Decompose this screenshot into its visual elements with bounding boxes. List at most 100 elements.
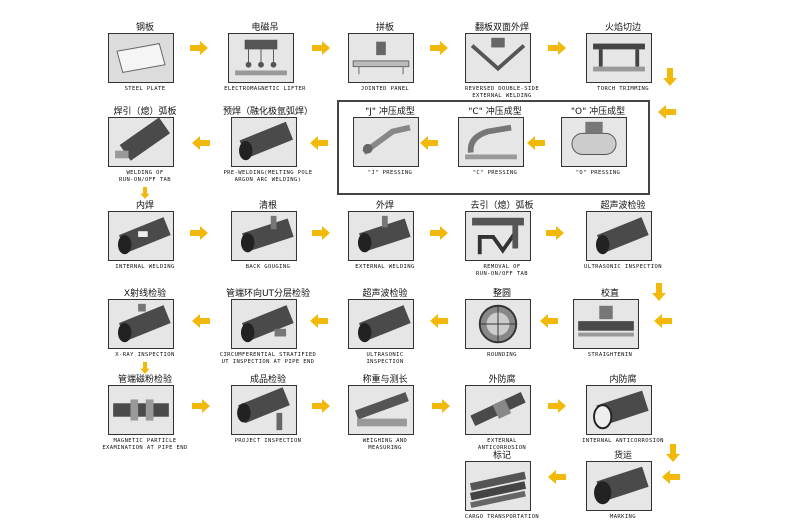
arrow-right-icon [190, 41, 208, 55]
arrow-left-icon [548, 470, 566, 484]
arrow-right-icon [430, 226, 448, 240]
arrow-left-icon [192, 136, 210, 150]
weighing-icon [348, 385, 414, 435]
step-cn-label: 内焊 [135, 201, 154, 211]
step-en-label: ROUNDING [487, 352, 517, 358]
straightening-icon [573, 299, 639, 349]
internal-anticorrosion-icon [586, 385, 652, 435]
step-cn-label: 去引（熄）弧板 [470, 201, 534, 211]
step-cn-label: 预焊（融化极氩弧焊） [222, 107, 313, 117]
step-cn-label: 校直 [600, 289, 619, 299]
arrow-left-icon [310, 136, 328, 150]
arrow-down-icon [652, 283, 666, 301]
arrow-left-icon [420, 136, 438, 150]
arrow-down-icon [138, 362, 152, 374]
step-cn-label: X射线检验 [123, 289, 167, 299]
step-en-label: CIRCUMFERENTIAL STRATIFIED UT INSPECTION… [219, 352, 317, 365]
arrow-left-icon [430, 314, 448, 328]
step-en-label: STRAIGHTENIN [587, 352, 633, 358]
step-en-label: EXTERNAL WELDING [355, 264, 415, 270]
step-en-label: WEIGHING AND MEASURING [362, 438, 408, 451]
torch-trimming-icon [586, 33, 652, 83]
cargo-icon [465, 461, 531, 511]
step-cn-label: "C" 冲压成型 [468, 107, 522, 117]
arrow-right-icon [546, 226, 564, 240]
step-en-label: STEEL PLATE [124, 86, 166, 92]
ultrasonic-icon [586, 211, 652, 261]
step-en-label: "C" PRESSING [472, 170, 518, 176]
arrow-right-icon [192, 399, 210, 413]
back-gouging-icon [231, 211, 297, 261]
step-cn-label: 管端环向UT分层检验 [225, 289, 311, 299]
step-cn-label: 货运 [613, 451, 632, 461]
arrow-down-icon [138, 187, 152, 199]
removal-tab-icon [465, 211, 531, 261]
step-en-label: X-RAY INSPECTION [115, 352, 175, 358]
arrow-right-icon [432, 399, 450, 413]
external-anticorrosion-icon [465, 385, 531, 435]
step-en-label: PRE-WELDING(MELTING POLE ARGON ARC WELDI… [223, 170, 313, 183]
arrow-right-icon [312, 399, 330, 413]
arrow-left-icon [654, 314, 672, 328]
step-cn-label: 钢板 [135, 23, 154, 33]
electromagnetic-lifter-icon [228, 33, 294, 83]
step-cn-label: 拼板 [375, 23, 394, 33]
arrow-left-icon [192, 314, 210, 328]
step-cn-label: 内防腐 [609, 375, 637, 385]
marking-icon [586, 461, 652, 511]
step-en-label: TORCH TRIMMING [597, 86, 649, 92]
step-en-label: INTERNAL ANTICORROSION [582, 438, 664, 444]
arrow-down-icon [666, 444, 680, 462]
pressing-group-frame [337, 100, 650, 195]
step-en-label: WELDING OF RUN-ON/OFF TAB [119, 170, 171, 183]
arrow-left-icon [540, 314, 558, 328]
arrow-left-icon [310, 314, 328, 328]
run-tab-icon [108, 117, 174, 167]
arrow-left-icon [662, 470, 680, 484]
step-cn-label: 翻板双面外焊 [474, 23, 529, 33]
pre-welding-icon [231, 117, 297, 167]
step-en-label: "J" PRESSING [367, 170, 413, 176]
step-cn-label: 标记 [492, 451, 511, 461]
step-en-label: "O" PRESSING [575, 170, 621, 176]
o-pressing-icon [561, 117, 627, 167]
arrow-right-icon [312, 226, 330, 240]
step-en-label: MARKING [610, 514, 636, 520]
step-en-label: INTERNAL WELDING [115, 264, 175, 270]
reversed-welding-icon [465, 33, 531, 83]
arrow-right-icon [430, 41, 448, 55]
rounding-icon [465, 299, 531, 349]
step-cn-label: 称重与测长 [362, 375, 408, 385]
step-cn-label: 外防腐 [488, 375, 516, 385]
magnetic-particle-icon [108, 385, 174, 435]
step-cn-label: "J" 冲压成型 [365, 107, 415, 117]
external-welding-icon [348, 211, 414, 261]
c-pressing-icon [458, 117, 524, 167]
j-pressing-icon [353, 117, 419, 167]
step-cn-label: 超声波检验 [362, 289, 408, 299]
ut-pipe-end-icon [231, 299, 297, 349]
arrow-left-icon [658, 105, 676, 119]
step-cn-label: 外焊 [375, 201, 394, 211]
arrow-left-icon [527, 136, 545, 150]
step-cn-label: 清根 [258, 201, 277, 211]
step-cn-label: 焊引（熄）弧板 [113, 107, 177, 117]
step-en-label: CARGO TRANSPORTATION [464, 514, 540, 520]
x-ray-icon [108, 299, 174, 349]
step-en-label: ELECTROMAGNETIC LIFTER [224, 86, 306, 92]
step-en-label: BACK GOUGING [245, 264, 291, 270]
step-en-label: EXTERNAL ANTICORROSION [477, 438, 527, 451]
step-en-label: REMOVAL OF RUN-ON/OFF TAB [476, 264, 528, 277]
step-cn-label: 火焰切边 [604, 23, 641, 33]
step-en-label: REVERSED DOUBLE-SIDE EXTERNAL WELDING [464, 86, 540, 99]
steel-plate-icon [108, 33, 174, 83]
step-cn-label: "O" 冲压成型 [570, 107, 626, 117]
step-cn-label: 整圆 [492, 289, 511, 299]
step-cn-label: 管端磁粉检验 [117, 375, 172, 385]
step-en-label: JOINTED PANEL [360, 86, 410, 92]
step-cn-label: 超声波检验 [600, 201, 646, 211]
jointed-panel-icon [348, 33, 414, 83]
ultrasonic-icon [348, 299, 414, 349]
step-cn-label: 电磁吊 [251, 23, 279, 33]
internal-welding-icon [108, 211, 174, 261]
